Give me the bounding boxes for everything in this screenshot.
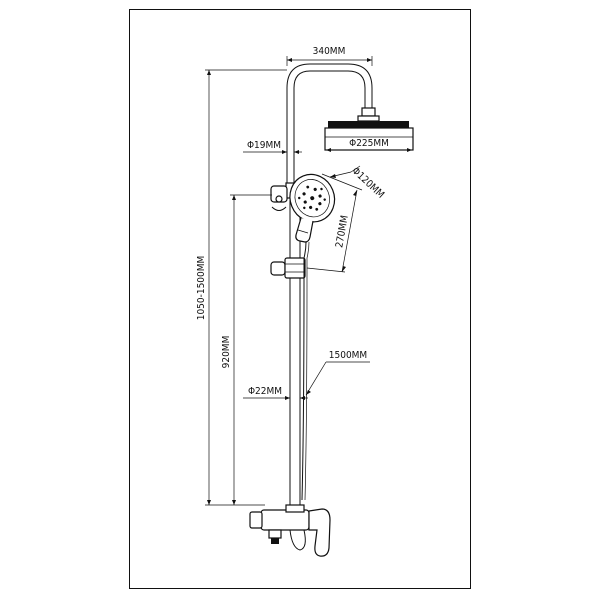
label-head-diameter: Φ225MM bbox=[349, 138, 389, 149]
dimension-upper-pipe: Φ19MM bbox=[243, 140, 302, 154]
label-handset-length: 270MM bbox=[334, 215, 351, 249]
label-arm-width: 340MM bbox=[313, 46, 346, 57]
dimension-head-diameter: Φ225MM bbox=[326, 138, 412, 152]
wall-bracket-upper bbox=[270, 185, 288, 211]
dimension-mixer-height: 920MM bbox=[221, 194, 272, 505]
mixer-valve bbox=[249, 504, 331, 557]
dimension-total-height: 1050-1500MM bbox=[196, 69, 287, 506]
label-lower-pipe: Φ22MM bbox=[248, 386, 282, 397]
hand-shower-nozzles bbox=[298, 185, 326, 211]
label-upper-pipe: Φ19MM bbox=[247, 140, 281, 151]
hand-shower bbox=[289, 173, 336, 243]
drawing-frame bbox=[129, 9, 471, 589]
dimension-arm-width: 340MM bbox=[286, 46, 373, 66]
rain-shower-head bbox=[324, 121, 414, 151]
sliding-holder bbox=[270, 257, 306, 279]
label-mixer-height: 920MM bbox=[221, 336, 232, 369]
shower-arm bbox=[286, 63, 380, 122]
label-total-height: 1050-1500MM bbox=[196, 256, 207, 321]
dimension-lower-pipe: Φ22MM bbox=[243, 386, 308, 400]
label-hose-length: 1500MM bbox=[329, 350, 367, 361]
dimension-handset-diameter: Φ120MM bbox=[329, 166, 386, 201]
dimension-hose-length: 1500MM bbox=[305, 350, 370, 396]
shower-hose bbox=[301, 241, 310, 501]
